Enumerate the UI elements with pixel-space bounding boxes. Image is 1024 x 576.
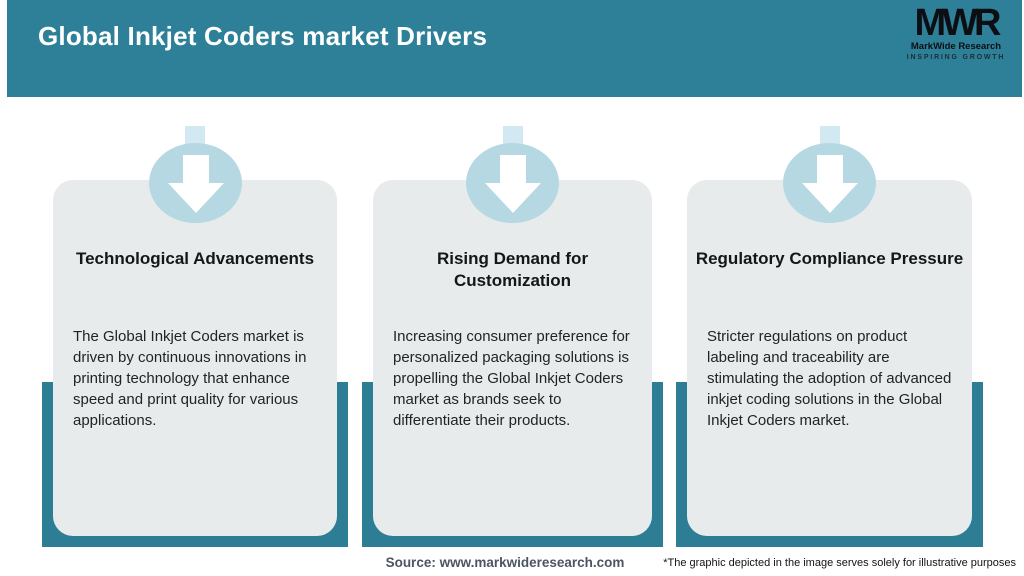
- source-text: Source: www.markwideresearch.com: [385, 555, 625, 570]
- driver-card-rising-demand-customization: Rising Demand for Customization Increasi…: [373, 180, 652, 536]
- card-body: The Global Inkjet Coders market is drive…: [73, 328, 307, 429]
- logo-monogram: MWR: [914, 2, 1002, 44]
- card-body: Stricter regulations on product labeling…: [707, 328, 952, 429]
- down-arrow-icon: [783, 143, 876, 223]
- card-title: Regulatory Compliance Pressure: [695, 249, 964, 268]
- card-title: Technological Advancements: [75, 249, 315, 268]
- down-arrow-icon: [149, 143, 242, 223]
- driver-card-technological-advancements: Technological Advancements The Global In…: [53, 180, 337, 536]
- logo-tagline: INSPIRING GROWTH: [906, 53, 1006, 61]
- arrow-tab: [503, 126, 523, 148]
- arrow-tab: [185, 126, 205, 148]
- card-body: Increasing consumer preference for perso…: [393, 328, 630, 429]
- disclaimer-text: *The graphic depicted in the image serve…: [663, 557, 1016, 569]
- driver-card-regulatory-compliance: Regulatory Compliance Pressure Stricter …: [687, 180, 972, 536]
- markwide-research-logo: MWR MarkWide Research INSPIRING GROWTH: [900, 2, 1012, 61]
- page-title: Global Inkjet Coders market Drivers: [38, 21, 488, 51]
- down-arrow-icon: [466, 143, 559, 223]
- card-title: Rising Demand for Customization: [436, 249, 589, 290]
- logo-name: MarkWide Research: [910, 41, 1002, 53]
- header-bar: Global Inkjet Coders market Drivers MWR …: [7, 0, 1022, 97]
- arrow-tab: [820, 126, 840, 148]
